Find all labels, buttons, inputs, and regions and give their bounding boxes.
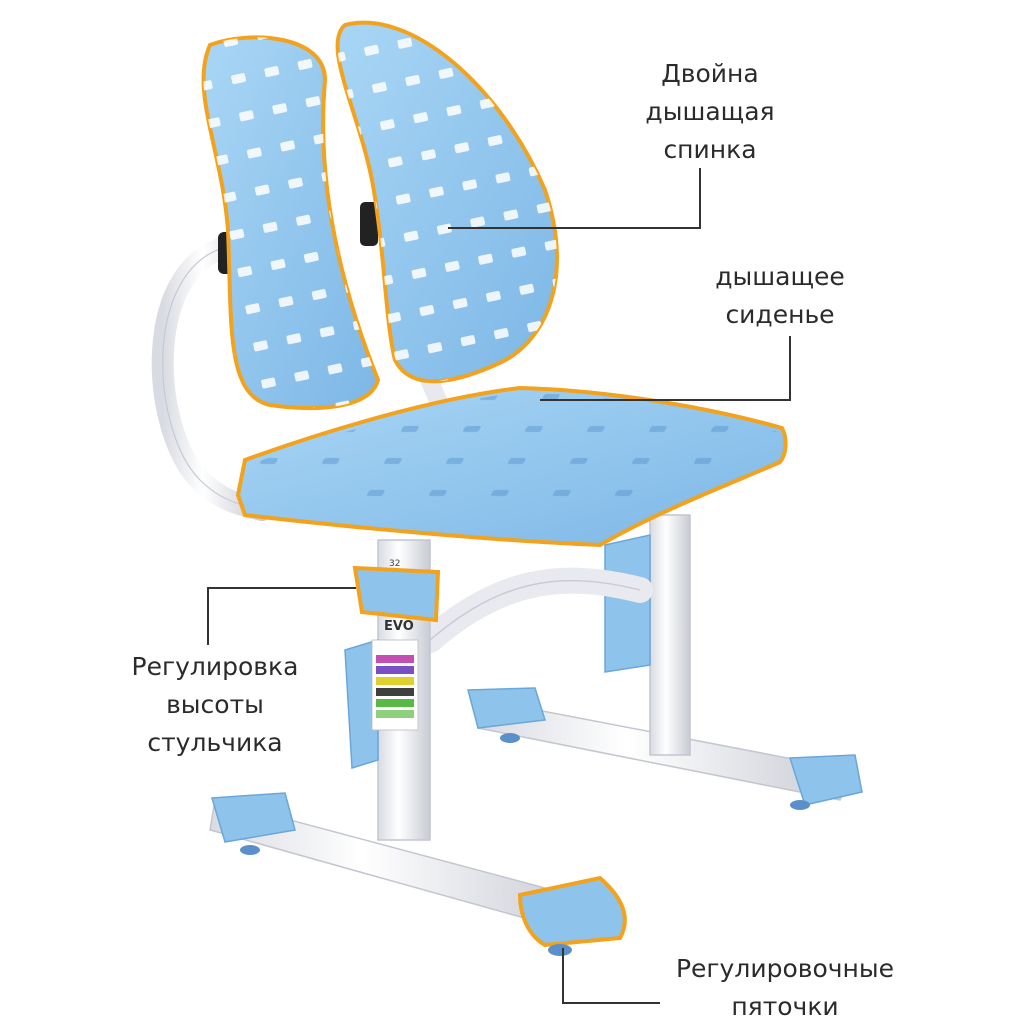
leader-seat [540,336,791,401]
callout-feet-line-2: пяточки [731,992,839,1021]
callout-backrest-line-2: дышащая [645,97,775,126]
backrest-right-panel [335,20,559,384]
callout-backrest: Двойна дышащая спинка [610,55,810,169]
callout-seat-line-1: дышащее [715,262,845,291]
height-adjust-collar: 32 [352,559,441,623]
callout-height-line-2: высоты [166,690,264,719]
seat [235,385,788,548]
callout-feet-line-1: Регулировочные [675,954,895,983]
leader-feet [562,948,660,1004]
leader-lines [207,168,791,1004]
leader-backrest [448,168,701,229]
leader-height [207,587,356,645]
callout-height-line-1: Регулировка [131,652,299,681]
callout-backrest-line-1: Двойна [661,59,759,88]
adjustable-foot [517,875,627,956]
backrest-left-panel [201,35,381,410]
front-base [209,792,627,956]
callout-feet: Регулировочные пяточки [655,950,915,1026]
callout-height-adjust: Регулировка высоты стульчика [105,648,325,762]
height-mark: 32 [389,559,400,569]
callout-seat-line-2: сиденье [725,300,835,329]
callout-seat: дышащее сиденье [690,258,870,334]
callout-backrest-line-3: спинка [663,135,757,164]
brand-mark: EVO [384,619,414,634]
rear-column [604,514,691,756]
callout-height-line-3: стульчика [147,728,283,757]
